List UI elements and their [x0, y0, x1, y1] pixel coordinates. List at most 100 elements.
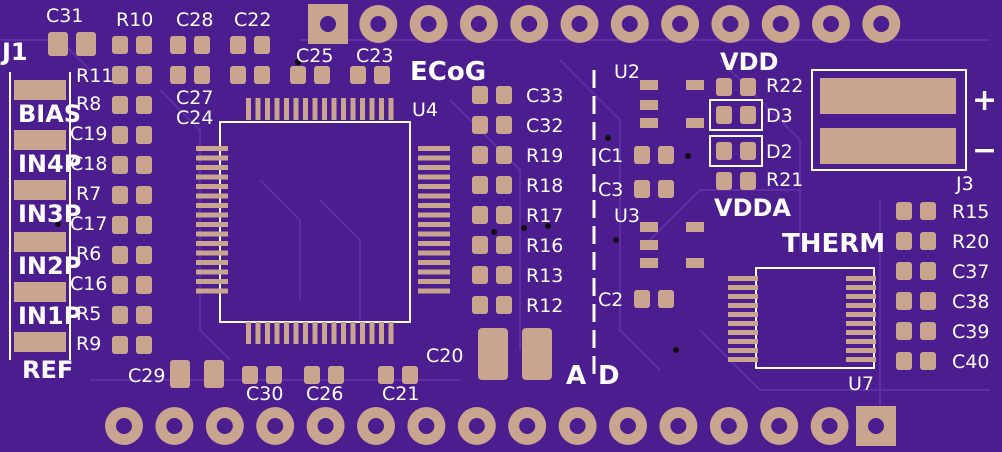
ref-c22: C22 — [234, 9, 271, 31]
smd-pad — [136, 306, 152, 324]
j1-pad — [14, 130, 66, 150]
header-pin-hole — [823, 16, 839, 32]
ref-c37: C37 — [952, 261, 989, 283]
j1-pin-ref: REF — [22, 356, 73, 384]
right-passives — [634, 78, 936, 370]
qfp-pad — [379, 98, 384, 120]
qfp-pad — [418, 212, 450, 218]
qfp-pad — [265, 98, 270, 120]
qfp-pad — [369, 322, 375, 344]
smd-pad — [136, 246, 152, 264]
smd-pad — [920, 262, 936, 280]
ref-c3: C3 — [598, 179, 623, 201]
qfp-pad — [418, 174, 450, 180]
qfp-pad — [418, 279, 450, 284]
smd-pad — [136, 156, 152, 174]
smd-pad — [170, 360, 190, 388]
qfp-pad — [196, 146, 228, 151]
header-pin-hole — [317, 418, 334, 434]
header-pin-hole — [468, 418, 485, 434]
ref-d3: D3 — [766, 105, 793, 127]
qfp-pad — [418, 203, 450, 208]
header-pin-hole — [521, 16, 538, 32]
qfp-pad — [388, 322, 394, 344]
ssop-pad — [728, 294, 758, 299]
smd-pad — [920, 202, 936, 220]
qfp-pad — [196, 250, 228, 256]
qfp-pad — [196, 288, 228, 294]
ref-c24: C24 — [176, 107, 213, 129]
header-pin-hole — [772, 16, 789, 32]
qfp-pad — [418, 146, 450, 151]
ref-r21: R21 — [766, 169, 803, 191]
smd-pad — [496, 176, 512, 194]
qfp-pad — [255, 322, 261, 344]
smd-pad — [76, 32, 96, 56]
ref-r13: R13 — [526, 265, 563, 287]
ssop-pad — [728, 357, 758, 362]
smd-pad — [112, 186, 128, 204]
qfp-pad — [331, 98, 337, 120]
qfp-pad — [196, 174, 228, 180]
qfp-pad — [196, 212, 228, 218]
top-passives — [48, 32, 390, 84]
smd-pad — [378, 366, 394, 384]
smd-pad — [136, 66, 152, 84]
smd-pad — [136, 216, 152, 234]
qfp-pad — [418, 222, 450, 227]
ref-c23: C23 — [356, 45, 393, 67]
j1-pad — [14, 80, 66, 100]
qfp-pad — [196, 241, 228, 246]
vdda-label: VDDA — [714, 194, 791, 222]
smd-pad — [634, 180, 650, 198]
qfp-pad — [360, 322, 365, 344]
ref-c19: C19 — [70, 123, 107, 145]
ref-c16: C16 — [70, 273, 107, 295]
ref-c29: C29 — [128, 365, 165, 387]
ssop-pad — [846, 357, 876, 362]
ref-r20: R20 — [952, 231, 989, 253]
smd-pad — [634, 146, 650, 164]
smd-pad — [496, 266, 512, 284]
ref-c1: C1 — [598, 145, 623, 167]
u3-regulator — [640, 222, 704, 268]
smd-pad — [266, 366, 282, 384]
j1-pad — [14, 282, 66, 302]
ref-c31: C31 — [46, 5, 83, 27]
ref-c33: C33 — [526, 85, 563, 107]
qfp-pad — [418, 231, 450, 237]
ssop-pad — [846, 330, 876, 335]
smd-pad — [194, 66, 210, 84]
smd-pad — [112, 306, 128, 324]
ssop-pad — [728, 339, 758, 344]
qfp-pad — [341, 98, 346, 120]
smd-pad — [472, 116, 488, 134]
connector-j3 — [811, 69, 967, 171]
header-pin-hole — [418, 418, 435, 434]
smd-pad — [112, 96, 128, 114]
header-pin-hole — [320, 16, 336, 32]
qfp-pad — [255, 98, 261, 120]
qfp-pad — [418, 260, 450, 265]
smd-pad — [896, 352, 912, 370]
qfp-pad — [303, 322, 308, 344]
smd-pad — [402, 366, 418, 384]
smd-pad — [304, 366, 320, 384]
ssop-pad — [728, 303, 758, 308]
qfp-pad — [246, 322, 251, 344]
ref-d2: D2 — [766, 141, 793, 163]
left-passives — [112, 66, 152, 354]
smd-pad — [170, 36, 186, 54]
plus-label: + — [972, 83, 997, 118]
qfp-pad — [369, 98, 375, 120]
qfp-pad — [322, 98, 327, 120]
bottom-passives — [170, 360, 418, 388]
qfp-pad — [274, 322, 280, 344]
minus-label: − — [972, 133, 997, 168]
header-pin-hole — [873, 16, 890, 32]
c20-pad — [478, 328, 508, 380]
qfp-pad — [360, 98, 365, 120]
qfp-pad — [418, 288, 450, 294]
